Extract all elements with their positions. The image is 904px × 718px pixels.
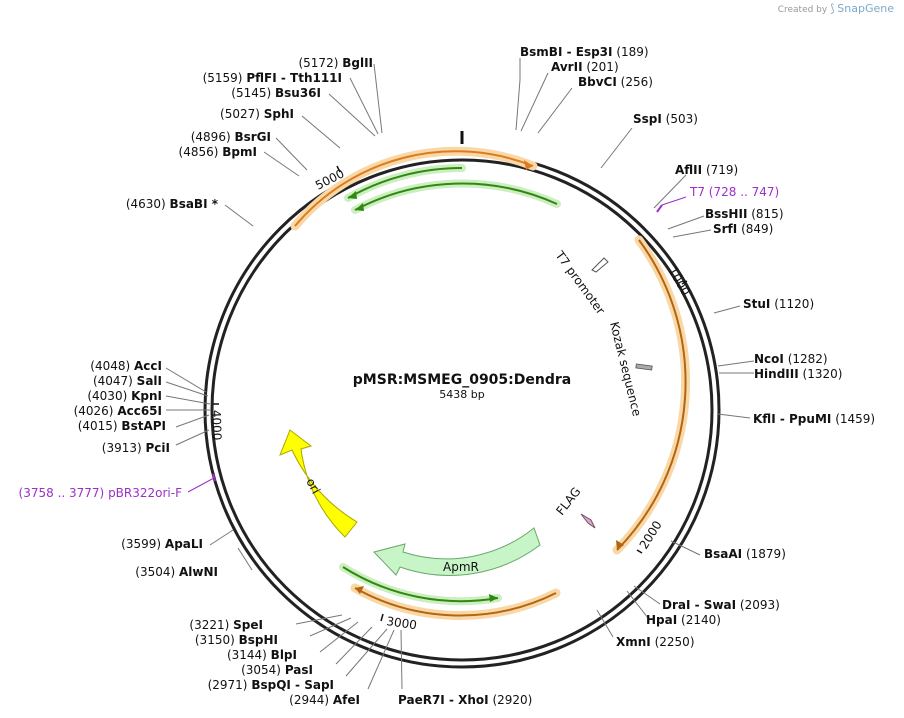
orange-arcs: [290, 146, 691, 620]
enzyme-label: DraI - SwaI (2093): [662, 598, 780, 612]
enzyme-label: StuI (1120): [743, 297, 814, 311]
enzyme-label: SspI (503): [633, 112, 698, 126]
green-arcs: [339, 163, 561, 606]
enzyme-label: (4896) BsrGI: [191, 130, 271, 144]
enzyme-label: (5159) PflFI - Tth111I: [203, 71, 342, 85]
ori-primer-line: [187, 477, 215, 493]
tick-label: 4000: [209, 410, 224, 441]
tick-mark: [380, 613, 384, 622]
enzyme-label: AvrII (201): [551, 60, 619, 74]
t7-primer-line: [661, 196, 687, 206]
enzyme-label: (4026) Acc65I: [74, 404, 162, 418]
tick-mark: [681, 280, 688, 285]
enzyme-labels: BsmBI - Esp3I (189) AvrII (201) BbvCI (2…: [19, 45, 876, 707]
feature-label-flag: FLAG: [553, 485, 583, 518]
snapgene-logo-icon: ⟆: [830, 2, 835, 15]
backbone-inner: [210, 158, 714, 662]
ori-arrow: [279, 429, 358, 538]
ori-primer-mark: [212, 473, 216, 482]
enzyme-label: BsaAI (1879): [704, 547, 786, 561]
t7-promoter-arrow: [591, 257, 609, 273]
flag-arrow: [580, 513, 596, 529]
enzyme-label: (3221) SpeI: [189, 618, 263, 632]
enzyme-label: (4856) BpmI: [179, 145, 257, 159]
plasmid-name: pMSR:MSMEG_0905:Dendra: [353, 372, 571, 388]
snapgene-credit: Created by ⟆ SnapGene: [778, 2, 894, 15]
enzyme-label: HpaI (2140): [646, 613, 721, 627]
enzyme-label: XmnI (2250): [616, 635, 695, 649]
enzyme-label: (3504) AlwNI: [135, 565, 218, 579]
enzyme-label: (4047) SalI: [93, 374, 162, 388]
plasmid-size: 5438 bp: [439, 388, 484, 401]
enzyme-label: NcoI (1282): [754, 352, 828, 366]
enzyme-label: (5172) BglII: [298, 56, 373, 70]
feature-label-kozak: Kozak sequence: [607, 320, 644, 417]
leader-lines: [165, 58, 755, 690]
enzyme-label: AflII (719): [675, 163, 738, 177]
enzyme-label: (4015) BstAPI: [78, 419, 166, 433]
enzyme-label: (2971) BspQI - SapI: [208, 678, 334, 692]
kozak-mark: [635, 363, 653, 371]
enzyme-label: SrfI (849): [713, 222, 773, 236]
primer-label: T7 (728 .. 747): [689, 185, 779, 199]
enzyme-label: KflI - PpuMI (1459): [753, 412, 875, 426]
tick-label: 3000: [386, 614, 418, 632]
enzyme-label: (3054) PasI: [241, 663, 313, 677]
enzyme-label: BssHII (815): [705, 207, 784, 221]
feature-label-ori: ori: [303, 476, 323, 496]
enzyme-label: (3913) PciI: [102, 441, 170, 455]
enzyme-label: (2944) AfeI: [289, 693, 360, 707]
primer-label: (3758 .. 3777) pBR322ori-F: [19, 486, 183, 500]
feature-label-apmr: ApmR: [443, 560, 479, 574]
enzyme-label: (4030) KpnI: [87, 389, 162, 403]
apmr-arrow: [373, 527, 541, 576]
enzyme-label: BbvCI (256): [578, 75, 653, 89]
enzyme-label: (3150) BspHI: [195, 633, 278, 647]
enzyme-label: (4048) AccI: [90, 359, 162, 373]
enzyme-label: (5027) SphI: [220, 107, 294, 121]
enzyme-label: HindIII (1320): [754, 367, 842, 381]
credit-brand: SnapGene: [837, 2, 894, 15]
feature-label-t7-promoter: T7 promoter: [552, 248, 608, 317]
enzyme-label: (5145) Bsu36I: [231, 86, 321, 100]
enzyme-label: PaeR7I - XhoI (2920): [398, 693, 532, 707]
t7-primer-mark: [656, 204, 663, 213]
enzyme-label: (3144) BlpI: [227, 648, 297, 662]
enzyme-label: (4630) BsaBI *: [126, 197, 219, 211]
enzyme-label: (3599) ApaLI: [121, 537, 203, 551]
tick-mark: [336, 165, 341, 173]
tick-mark: [636, 549, 643, 554]
enzyme-label: BsmBI - Esp3I (189): [520, 45, 649, 59]
credit-prefix: Created by: [777, 5, 828, 15]
